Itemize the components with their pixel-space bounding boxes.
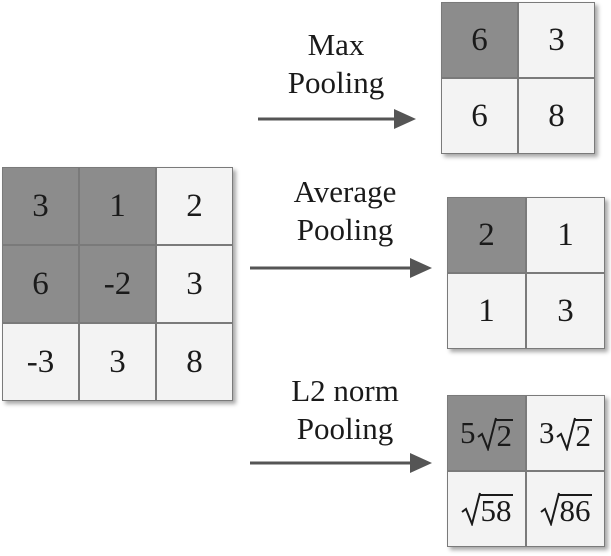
l2-norm-pooling-label-line1: L2 norm xyxy=(291,373,399,408)
max-cell: 8 xyxy=(518,78,595,154)
average-cell: 2 xyxy=(447,197,526,273)
square-root-icon xyxy=(539,492,560,526)
right-arrow-icon xyxy=(250,258,432,278)
average-cell: 1 xyxy=(526,197,605,273)
max-pooling-label-line2: Pooling xyxy=(287,65,385,100)
right-arrow-icon xyxy=(250,453,432,473)
l2-cell: 58 xyxy=(447,471,526,547)
radicand: 58 xyxy=(479,493,513,528)
square-root-icon xyxy=(460,492,481,526)
average-cell: 1 xyxy=(447,273,526,349)
max-cell: 3 xyxy=(518,2,595,78)
input-cell: 1 xyxy=(79,167,156,245)
average-pooling-label-line1: Average xyxy=(293,174,397,209)
input-cell: 3 xyxy=(2,167,79,245)
right-arrow-icon xyxy=(258,109,416,129)
radical-expression: 58 xyxy=(460,492,513,528)
input-cell: 8 xyxy=(156,323,233,401)
input-cell: 3 xyxy=(156,245,233,323)
radical-expression: 86 xyxy=(539,492,592,528)
l2-norm-pooling-label: L2 norm Pooling xyxy=(250,372,440,448)
radicand: 2 xyxy=(574,418,592,453)
max-cell: 6 xyxy=(441,2,518,78)
input-matrix: 3 1 2 6 -2 3 -3 3 8 xyxy=(2,167,233,401)
max-pooling-output: 6 3 6 8 xyxy=(441,2,595,154)
input-cell: 2 xyxy=(156,167,233,245)
radical-expression: 5 2 xyxy=(460,415,513,451)
input-cell: -3 xyxy=(2,323,79,401)
average-pooling-label-line2: Pooling xyxy=(296,212,394,247)
l2-cell: 86 xyxy=(526,471,605,547)
l2-cell: 5 2 xyxy=(447,395,526,471)
square-root-icon xyxy=(555,417,576,451)
input-cell: -2 xyxy=(79,245,156,323)
l2-cell: 3 2 xyxy=(526,395,605,471)
average-pooling-label: Average Pooling xyxy=(250,173,440,249)
max-pooling-label-line1: Max xyxy=(307,27,365,62)
average-cell: 3 xyxy=(526,273,605,349)
square-root-icon xyxy=(476,417,497,451)
input-cell: 6 xyxy=(2,245,79,323)
radical-coefficient: 3 xyxy=(539,415,555,450)
l2-norm-pooling-output: 5 2 3 2 58 86 xyxy=(447,395,605,547)
radical-coefficient: 5 xyxy=(460,415,476,450)
input-cell: 3 xyxy=(79,323,156,401)
radicand: 86 xyxy=(558,493,592,528)
max-pooling-label: Max Pooling xyxy=(256,26,416,102)
l2-norm-pooling-label-line2: Pooling xyxy=(296,411,394,446)
average-pooling-output: 2 1 1 3 xyxy=(447,197,605,349)
max-cell: 6 xyxy=(441,78,518,154)
radicand: 2 xyxy=(495,418,513,453)
radical-expression: 3 2 xyxy=(539,415,592,451)
